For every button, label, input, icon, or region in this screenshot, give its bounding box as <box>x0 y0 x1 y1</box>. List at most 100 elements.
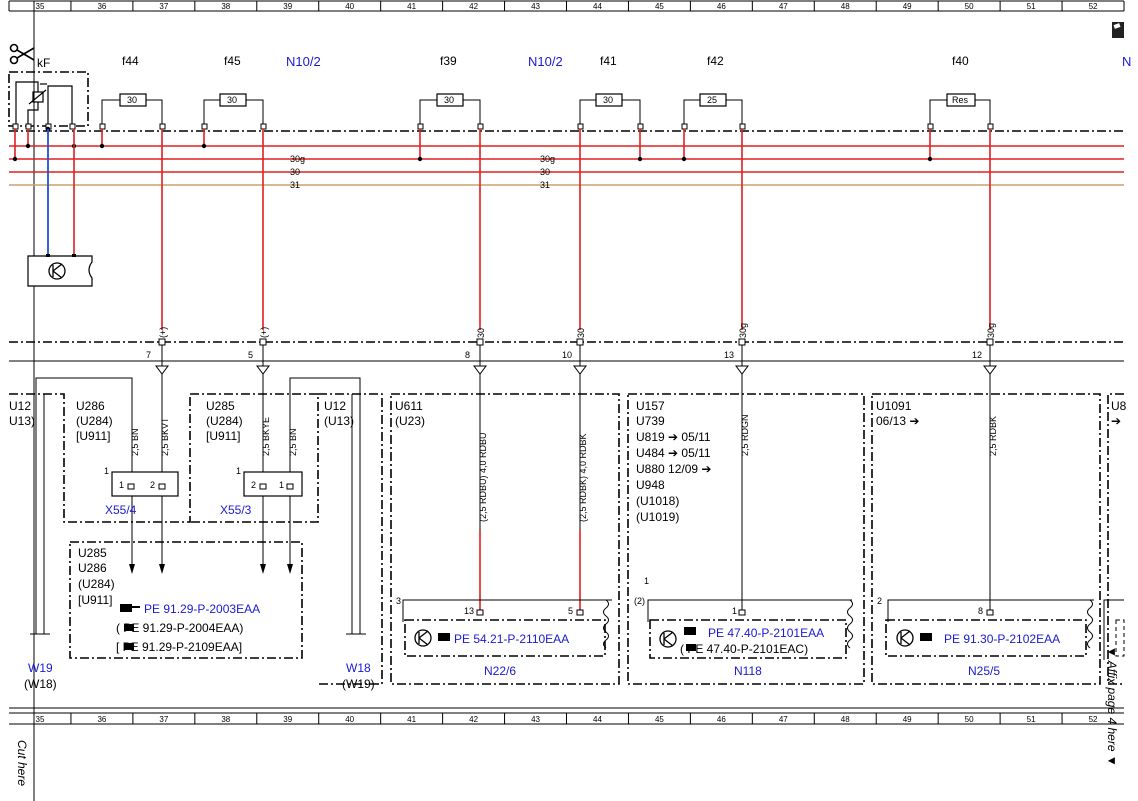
bottom-grid-column-number: 44 <box>593 715 602 724</box>
svg-text:7: 7 <box>146 350 151 360</box>
wire-label-2-5-bkye: 2,5 BKYE <box>261 417 271 456</box>
svg-text:U285: U285 <box>206 399 235 413</box>
bottom-grid-column-number: 45 <box>655 715 664 724</box>
fuse-f45-label: f45 <box>224 54 241 68</box>
ref-pe-54-21-p-2110eaa[interactable]: PE 54.21-P-2110EAA <box>454 632 569 646</box>
top-grid-column-number: 51 <box>1027 2 1036 11</box>
svg-text:(U13): (U13) <box>324 414 354 428</box>
svg-text:1: 1 <box>279 480 284 490</box>
bottom-grid-column-number: 50 <box>965 715 974 724</box>
top-grid-column-number: 36 <box>97 2 106 11</box>
bottom-grid-column-number: 36 <box>97 715 106 724</box>
hand-pointer-icon <box>124 643 134 650</box>
ref-pe-91-29-p-2109eaa[interactable]: [ PE 91.29-P-2109EAA] <box>116 640 242 654</box>
bottom-grid-column-number: 38 <box>221 715 230 724</box>
svg-text:[U911]: [U911] <box>76 429 110 443</box>
top-grid-column-number: 43 <box>531 2 540 11</box>
svg-text:3: 3 <box>396 596 401 606</box>
bus-label-31-a: 31 <box>290 180 300 190</box>
variant-box-n118: U157 U739 U819 ➔ 05/11 U484 ➔ 05/11 U880… <box>627 393 865 685</box>
fuse-f41-rating: 30 <box>603 95 613 105</box>
top-grid-column-number: 48 <box>841 2 850 11</box>
wire-label-rdbu: (2,5 RDBU) 4,0 RDBU <box>478 432 488 522</box>
svg-text:[U911]: [U911] <box>78 593 112 607</box>
module-n10-2-label-a: N10/2 <box>286 54 321 69</box>
cut-here-label: Cut here <box>15 740 29 786</box>
top-grid-column-number: 37 <box>159 2 168 11</box>
bottom-grid-column-number: 42 <box>469 715 478 724</box>
lower-wire-runs <box>131 374 991 612</box>
bus-droppers <box>14 129 931 159</box>
component-n22-6: 3 13 5 PE 54.21-P-2110EAA N22/6 <box>396 596 612 678</box>
bottom-grid-column-number: 47 <box>779 715 788 724</box>
svg-text:2: 2 <box>251 480 256 490</box>
svg-text:U285: U285 <box>78 546 107 560</box>
relay-kf-symbol <box>15 81 73 126</box>
svg-text:1: 1 <box>644 576 649 586</box>
svg-text:U484 ➔ 05/11: U484 ➔ 05/11 <box>636 446 711 460</box>
svg-text:30g: 30g <box>986 323 996 338</box>
top-grid-column-number: 45 <box>655 2 664 11</box>
top-grid-column-number: 42 <box>469 2 478 11</box>
top-grid-column-number: 39 <box>283 2 292 11</box>
bus-label-31-b: 31 <box>540 180 550 190</box>
variant-box-u286: U286 (U284) [U911] <box>76 399 113 443</box>
bottom-grid-column-number: 52 <box>1089 715 1098 724</box>
svg-text:U157: U157 <box>636 399 665 413</box>
ref-pe-47-40-p-2101eaa[interactable]: PE 47.40-P-2101EAA <box>708 626 824 640</box>
feeder-wires <box>161 129 991 330</box>
connector-pin-8: 8 30 <box>465 328 487 375</box>
control-unit-symbol <box>27 255 93 287</box>
svg-text:U8: U8 <box>1111 399 1127 413</box>
ref-pe-91-30-p-2102eaa[interactable]: PE 91.30-P-2102EAA <box>944 632 1060 646</box>
top-grid-column-number: 38 <box>221 2 230 11</box>
svg-text:5: 5 <box>248 350 253 360</box>
bottom-grid-column-number: 46 <box>717 715 726 724</box>
ref-pe-47-40-p-2101eac[interactable]: ( PE 47.40-P-2101EAC) <box>680 642 808 656</box>
svg-text:X55/3: X55/3 <box>220 503 252 517</box>
svg-text:5: 5 <box>568 606 573 616</box>
svg-text:8: 8 <box>465 350 470 360</box>
fuse-f39: 30 <box>419 93 481 126</box>
bus-junctions <box>12 126 933 162</box>
svg-text:(U284): (U284) <box>78 577 115 591</box>
svg-text:U286: U286 <box>76 399 105 413</box>
svg-text:30: 30 <box>576 328 586 338</box>
top-grid-column-number: 40 <box>345 2 354 11</box>
svg-text:[U911]: [U911] <box>206 429 240 443</box>
component-n118: 1 (2) 1 PE 47.40-P-2101EAA ( PE 47.40-P-… <box>634 576 853 678</box>
top-grid-column-number: 46 <box>717 2 726 11</box>
svg-text:8: 8 <box>978 606 983 616</box>
ref-pe-91-29-p-2003eaa[interactable]: PE 91.29-P-2003EAA <box>144 602 260 616</box>
svg-text:N22/6: N22/6 <box>484 664 516 678</box>
svg-text:1: 1 <box>104 466 109 476</box>
module-n-label-edge: N <box>1122 54 1131 69</box>
svg-text:(U284): (U284) <box>76 414 113 428</box>
top-grid-column-number: 35 <box>36 2 45 11</box>
scissors-icon <box>9 43 35 65</box>
bottom-grid-column-number: 37 <box>159 715 168 724</box>
relay-kf-label: kF <box>37 56 50 70</box>
fuse-f42: 25 <box>683 93 743 126</box>
ground-w19-alt: (W18) <box>24 677 57 691</box>
svg-text:U880 12/09 ➔: U880 12/09 ➔ <box>636 462 711 476</box>
svg-text:30: 30 <box>476 328 486 338</box>
wire-label-rdbk-2: 2,5 RDBK <box>988 416 998 456</box>
svg-text:U1091: U1091 <box>876 399 912 413</box>
connector-pin-7: 7 (+) <box>146 327 169 375</box>
bus-label-30g-b: 30g <box>540 154 555 164</box>
hand-pointer-icon <box>120 604 140 612</box>
svg-text:10: 10 <box>562 350 572 360</box>
bus-lines <box>9 145 1124 186</box>
fuse-f45: 30 <box>203 93 264 126</box>
top-grid-column-number: 49 <box>903 2 912 11</box>
wire-label-2-5-bn-b: 2,5 BN <box>288 428 298 456</box>
fuse-f40: Res <box>929 93 991 126</box>
svg-text:1: 1 <box>732 606 737 616</box>
bottom-grid-column-number: 51 <box>1027 715 1036 724</box>
fuse-f40-label: f40 <box>952 54 969 68</box>
ref-pe-91-29-p-2004eaa[interactable]: ( PE 91.29-P-2004EAA) <box>116 621 243 635</box>
bus-label-30-b: 30 <box>540 167 550 177</box>
ground-w19-label: W19 <box>28 661 53 675</box>
